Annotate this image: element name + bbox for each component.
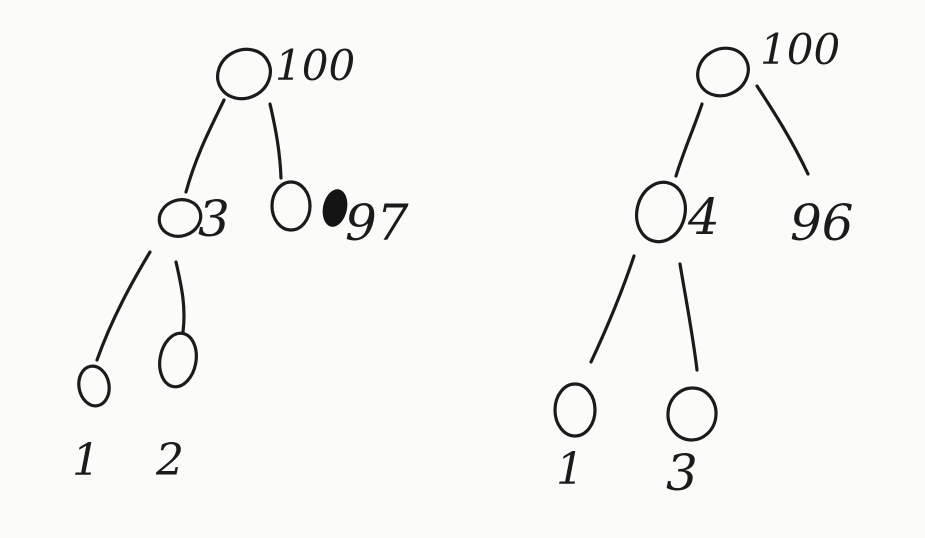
node-label: 3 xyxy=(666,444,698,502)
edge-right-4-to-3 xyxy=(678,262,699,372)
node-circle xyxy=(666,386,718,442)
edge-left-3-to-2 xyxy=(174,260,186,334)
node-left-100: 100 xyxy=(216,41,355,101)
node-label: 3 xyxy=(198,190,230,248)
node-circle xyxy=(270,180,312,232)
tree-left: 100 3 97 1 2 xyxy=(72,41,409,486)
node-label: 100 xyxy=(275,41,355,90)
node-label: 1 xyxy=(72,435,100,486)
node-left-1: 1 xyxy=(72,364,111,486)
node-circle xyxy=(553,382,597,438)
node-circle xyxy=(77,364,111,408)
edge-left-3-to-1 xyxy=(95,250,152,362)
node-right-96: 96 xyxy=(790,194,854,252)
edge-right-root-to-4 xyxy=(674,102,704,178)
node-right-1: 1 xyxy=(553,382,597,495)
node-left-3: 3 xyxy=(157,190,230,248)
tree-right: 100 4 96 1 3 xyxy=(553,25,854,502)
node-label: 97 xyxy=(345,194,409,252)
node-circle xyxy=(635,180,687,244)
node-right-3: 3 xyxy=(666,386,718,502)
node-circle xyxy=(158,331,198,389)
node-left-97: 97 xyxy=(270,180,409,252)
node-circle xyxy=(157,198,203,238)
edge-right-4-to-1 xyxy=(589,254,636,364)
node-label: 1 xyxy=(556,444,584,495)
node-label: 4 xyxy=(687,188,720,246)
edge-right-root-to-96 xyxy=(755,84,810,176)
node-label: 96 xyxy=(790,194,854,252)
node-label: 100 xyxy=(760,25,840,74)
edge-left-root-to-3 xyxy=(184,98,226,194)
node-circle xyxy=(696,46,750,98)
node-left-2: 2 xyxy=(155,331,198,486)
node-right-100: 100 xyxy=(696,25,840,98)
node-circle xyxy=(216,47,272,101)
node-right-4: 4 xyxy=(635,180,720,246)
edge-left-root-to-97 xyxy=(268,102,283,180)
node-label: 2 xyxy=(155,435,184,486)
filled-node-mark xyxy=(322,189,348,227)
